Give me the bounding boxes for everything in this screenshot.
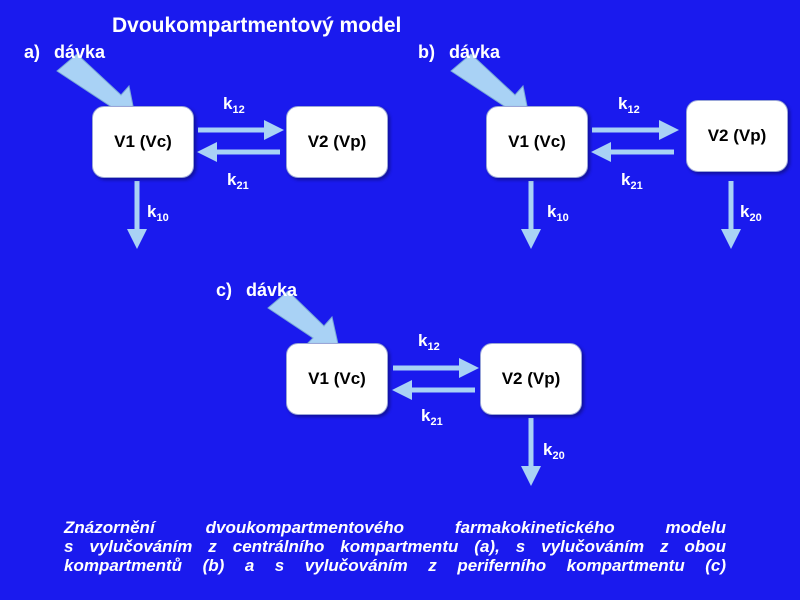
k20-label-c: k20 <box>543 440 565 462</box>
panel-letter: c) <box>216 280 233 300</box>
k21-label-b: k21 <box>621 170 643 192</box>
panel-c-label: c) dávka <box>216 280 297 301</box>
compartment-v2-b: V2 (Vp) <box>686 100 788 172</box>
k10-label-a: k10 <box>147 202 169 224</box>
dose-arrow-c <box>267 290 341 354</box>
caption-line: s vylučováním z centrálního kompartmentu… <box>64 537 726 556</box>
caption-line: kompartmentů (b) a s vylučováním z perif… <box>64 556 726 575</box>
k10-label-b: k10 <box>547 202 569 224</box>
k12-label-a: k12 <box>223 94 245 116</box>
compartment-v1-c: V1 (Vc) <box>286 343 388 415</box>
page-title: Dvoukompartmentový model <box>112 14 402 37</box>
figure-caption: Znázornění dvoukompartmentového farmakok… <box>64 518 726 575</box>
k21-label-a: k21 <box>227 170 249 192</box>
panel-b-label: b) dávka <box>418 42 500 63</box>
k20-label-b: k20 <box>740 202 762 224</box>
compartment-v2-c: V2 (Vp) <box>480 343 582 415</box>
panel-a-label: a) dávka <box>24 42 105 63</box>
dose-label: dávka <box>54 42 106 62</box>
k12-label-c: k12 <box>418 331 440 353</box>
dose-label: dávka <box>246 280 298 300</box>
compartment-v1-a: V1 (Vc) <box>92 106 194 178</box>
panel-letter: b) <box>418 42 435 62</box>
k21-label-c: k21 <box>421 406 443 428</box>
compartment-v2-a: V2 (Vp) <box>286 106 388 178</box>
caption-line: Znázornění dvoukompartmentového farmakok… <box>64 518 726 537</box>
compartment-v1-b: V1 (Vc) <box>486 106 588 178</box>
panel-letter: a) <box>24 42 41 62</box>
dose-label: dávka <box>449 42 501 62</box>
k12-label-b: k12 <box>618 94 640 116</box>
